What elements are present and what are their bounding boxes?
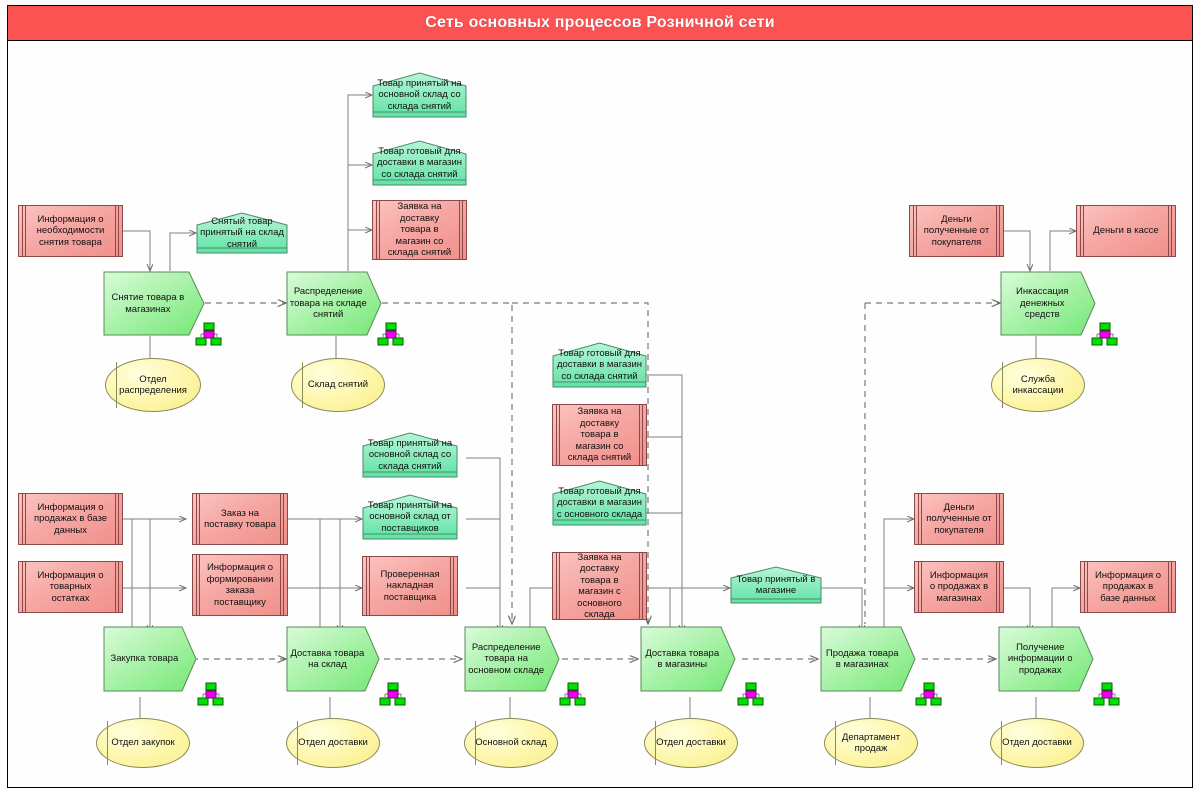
org-label: Отдел доставки <box>656 737 726 749</box>
org-divider <box>835 721 836 765</box>
event-tovar-gotovyi-magazin-so-sklada-snyatii[interactable]: Товар готовый для доставки в магазин со … <box>372 140 467 186</box>
org-divider <box>1001 721 1002 765</box>
org-divider <box>475 721 476 765</box>
process-inkassaciya[interactable]: Инкассация денежных средств <box>1000 271 1096 336</box>
org-unit-otdel-raspredeleniya[interactable]: Отдел распределения <box>105 358 201 412</box>
org-chart-icon[interactable] <box>377 322 404 346</box>
event-label: Товар принятый в магазине <box>736 573 816 597</box>
process-snyatie-tovara-v-magazinah[interactable]: Снятие товара в магазинах <box>103 271 205 336</box>
process-poluchenie-informacii-o-prodazhah[interactable]: Получение информации о продажах <box>998 626 1094 692</box>
process-label: Инкассация денежных средств <box>1016 286 1069 321</box>
event-tovar-gotovyi-so-sklada-snyatii-2[interactable]: Товар готовый для доставки в магазин со … <box>552 342 647 388</box>
org-chart-icon[interactable] <box>195 322 222 346</box>
event-label: Товар готовый для доставки в магазин с о… <box>556 485 643 520</box>
data-object-dengi-poluchennye-bottom[interactable]: Деньги полученные от покупателя <box>914 493 1004 545</box>
org-divider <box>1002 361 1003 409</box>
org-divider <box>655 721 656 765</box>
data-object-info-formirovanii-zakaza[interactable]: Информация о формировании заказа поставщ… <box>192 554 288 616</box>
data-object-info-tovarnyh-ostatkah[interactable]: Информация о товарных остатках <box>18 561 123 613</box>
event-prinyat-osn-sklad-so-sklada-snyatii-2[interactable]: Товар принятый на основной склад со скла… <box>362 432 458 478</box>
org-unit-otdel-zakupok[interactable]: Отдел закупок <box>96 718 190 768</box>
process-prodazha-tovara-v-magazinah[interactable]: Продажа товара в магазинах <box>820 626 916 692</box>
org-chart-icon[interactable] <box>737 682 764 706</box>
event-label: Товар готовый для доставки в магазин со … <box>376 145 463 180</box>
data-object-dengi-v-kasse[interactable]: Деньги в кассе <box>1076 205 1176 257</box>
event-prinyat-osn-sklad-ot-postavshchikov[interactable]: Товар принятый на основной склад от пост… <box>362 494 458 540</box>
process-label: Получение информации о продажах <box>1007 641 1073 676</box>
process-label: Доставка товара на склад <box>290 647 365 671</box>
process-label: Доставка товара в магазины <box>645 647 720 671</box>
event-label: Товар принятый на основной склад со скла… <box>377 77 462 112</box>
process-label: Продажа товара в магазинах <box>825 647 899 671</box>
event-snyatyi-tovar-prinyatyi[interactable]: Снятый товар принятый на склад снятий <box>196 212 288 254</box>
org-divider <box>302 361 303 409</box>
org-unit-sklad-snyatii[interactable]: Склад снятий <box>291 358 385 412</box>
process-dostavka-tovara-na-sklad[interactable]: Доставка товара на склад <box>286 626 380 692</box>
process-label: Закупка товара <box>110 653 179 665</box>
process-label: Распределение товара на складе снятий <box>289 286 367 321</box>
org-label: Отдел доставки <box>1002 737 1072 749</box>
org-label: Отдел распределения <box>119 373 187 397</box>
event-tovar-prinyatyi-osn-sklad-so-sklada-snyatii[interactable]: Товар принятый на основной склад со скла… <box>372 72 467 118</box>
data-object-proverennaya-nakladnaya[interactable]: Проверенная накладная поставщика <box>362 556 458 616</box>
data-object-zakaz-na-postavku[interactable]: Заказ на поставку товара <box>192 493 288 545</box>
org-chart-icon[interactable] <box>379 682 406 706</box>
process-dostavka-tovara-v-magaziny[interactable]: Доставка товара в магазины <box>640 626 736 692</box>
org-label: Служба инкассации <box>1012 373 1064 397</box>
data-object-info-prodazhah-bd-2[interactable]: Информация о продажах в базе данных <box>1080 561 1176 613</box>
data-object-zayavka-s-osnovnogo-sklada[interactable]: Заявка на доставку товара в магазин с ос… <box>552 552 647 620</box>
org-unit-osnovnoi-sklad[interactable]: Основной склад <box>464 718 558 768</box>
process-label: Распределение товара на основном складе <box>468 641 545 676</box>
event-tovar-prinyatyi-v-magazine[interactable]: Товар принятый в магазине <box>730 566 822 604</box>
org-chart-icon[interactable] <box>1091 322 1118 346</box>
org-label: Отдел закупок <box>111 737 175 749</box>
data-object-info-prodazhah-v-magazinah[interactable]: Информация о продажах в магазинах <box>914 561 1004 613</box>
org-label: Департамент продаж <box>841 731 901 755</box>
org-unit-otdel-dostavki-3[interactable]: Отдел доставки <box>990 718 1084 768</box>
data-object-zayavka-so-sklada-snyatii-2[interactable]: Заявка на доставку товара в магазин со с… <box>552 404 647 466</box>
process-zakupka-tovara[interactable]: Закупка товара <box>103 626 197 692</box>
org-divider <box>107 721 108 765</box>
org-chart-icon[interactable] <box>197 682 224 706</box>
process-raspredelenie-na-sklade-snyatii[interactable]: Распределение товара на складе снятий <box>286 271 382 336</box>
org-label: Отдел доставки <box>298 737 368 749</box>
org-label: Склад снятий <box>307 379 369 391</box>
org-chart-icon[interactable] <box>1093 682 1120 706</box>
event-label: Товар готовый для доставки в магазин со … <box>556 347 643 382</box>
diagram-title-bar: Сеть основных процессов Розничной сети <box>7 5 1193 41</box>
data-object-info-prodazhah-bd[interactable]: Информация о продажах в базе данных <box>18 493 123 545</box>
org-unit-departament-prodazh[interactable]: Департамент продаж <box>824 718 918 768</box>
org-unit-sluzhba-inkassacii[interactable]: Служба инкассации <box>991 358 1085 412</box>
dashed-process-chain <box>192 303 1000 659</box>
event-label: Снятый товар принятый на склад снятий <box>200 215 284 250</box>
org-chart-icon[interactable] <box>559 682 586 706</box>
data-object-zayavka-dostavka-so-sklada-snyatii[interactable]: Заявка на доставку товара в магазин со с… <box>372 200 467 260</box>
org-unit-otdel-dostavki-2[interactable]: Отдел доставки <box>644 718 738 768</box>
page-title: Сеть основных процессов Розничной сети <box>425 14 775 31</box>
event-label: Товар принятый на основной склад со скла… <box>367 437 453 472</box>
org-divider <box>116 361 117 409</box>
org-divider <box>297 721 298 765</box>
data-object-dengi-poluchennye-top[interactable]: Деньги полученные от покупателя <box>909 205 1004 257</box>
org-chart-icons <box>195 322 1120 706</box>
event-tovar-gotovyi-s-osnovnogo-sklada[interactable]: Товар готовый для доставки в магазин с о… <box>552 480 647 526</box>
process-label: Снятие товара в магазинах <box>111 292 185 315</box>
event-label: Товар принятый на основной склад от пост… <box>367 499 453 534</box>
org-unit-otdel-dostavki-1[interactable]: Отдел доставки <box>286 718 380 768</box>
process-raspredelenie-na-osnovnom-sklade[interactable]: Распределение товара на основном складе <box>464 626 560 692</box>
org-chart-icon[interactable] <box>915 682 942 706</box>
solid-connectors <box>123 95 1080 720</box>
org-label: Основной склад <box>475 737 547 749</box>
data-object-info-neobhodimosti[interactable]: Информация о необходимости снятия товара <box>18 205 123 257</box>
